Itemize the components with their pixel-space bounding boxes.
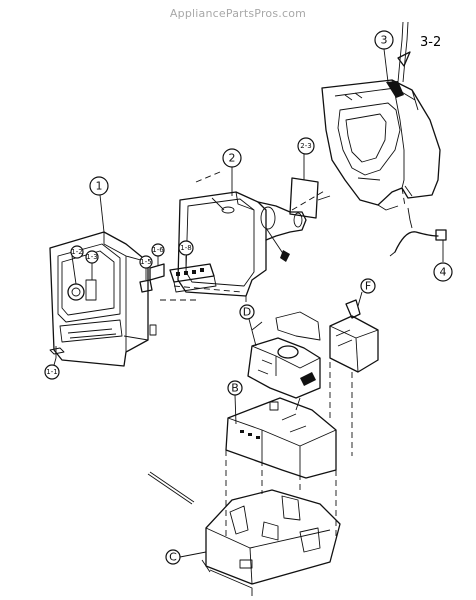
svg-text:1: 1 <box>96 180 103 193</box>
callout-2-3: 2-3 <box>297 137 315 155</box>
button-bracket-1-6 <box>149 256 165 281</box>
callout-F: F <box>360 278 376 294</box>
rear-cabinet <box>321 79 441 211</box>
callout-C: C <box>165 549 207 565</box>
svg-text:B: B <box>231 382 239 395</box>
annotation-3-2: 3-2 <box>420 35 441 50</box>
svg-text:2-3: 2-3 <box>300 142 311 150</box>
callout-1-1: 1-1 <box>44 357 60 380</box>
callout-1-2: 1-2 <box>70 245 84 259</box>
svg-text:1-1: 1-1 <box>46 368 57 376</box>
vcr-chassis-cage <box>329 291 379 373</box>
remote-shaft <box>49 346 65 358</box>
callout-2: 2 <box>222 148 242 196</box>
svg-text:1-8: 1-8 <box>180 244 191 252</box>
callout-1: 1 <box>89 176 109 233</box>
svg-text:1-2: 1-2 <box>71 248 82 256</box>
picture-tube <box>177 191 307 302</box>
svg-text:3: 3 <box>381 34 388 47</box>
svg-text:4: 4 <box>440 266 447 279</box>
control-board-1-8 <box>169 256 217 293</box>
svg-text:C: C <box>169 551 177 564</box>
vcr-mechanism <box>247 311 321 411</box>
deflection-plate <box>289 154 319 219</box>
callout-1-3: 1-3 <box>85 250 99 280</box>
callout-B: B <box>227 380 243 425</box>
callout-4: 4 <box>433 262 453 282</box>
callout-D: D <box>239 304 257 347</box>
bottom-tray <box>201 489 341 596</box>
speaker-assembly <box>67 255 97 301</box>
svg-text:1-5: 1-5 <box>140 258 151 266</box>
main-chassis <box>225 397 337 479</box>
site-watermark: AppliancePartsPros.com <box>169 7 307 20</box>
callout-1-6: 1-6 <box>151 243 165 257</box>
svg-text:1-3: 1-3 <box>86 253 97 261</box>
callout-1-8: 1-8 <box>178 240 194 256</box>
callout-1-5: 1-5 <box>139 255 153 269</box>
svg-text:1-6: 1-6 <box>152 246 164 254</box>
front-cabinet <box>49 231 157 367</box>
svg-text:F: F <box>365 280 371 293</box>
power-cord-3-2 <box>397 21 411 83</box>
svg-text:2: 2 <box>229 152 236 165</box>
cord-assembly <box>389 207 447 262</box>
bracket-1-5 <box>139 268 153 293</box>
callout-3: 3 <box>374 30 394 83</box>
svg-text:D: D <box>243 306 251 319</box>
